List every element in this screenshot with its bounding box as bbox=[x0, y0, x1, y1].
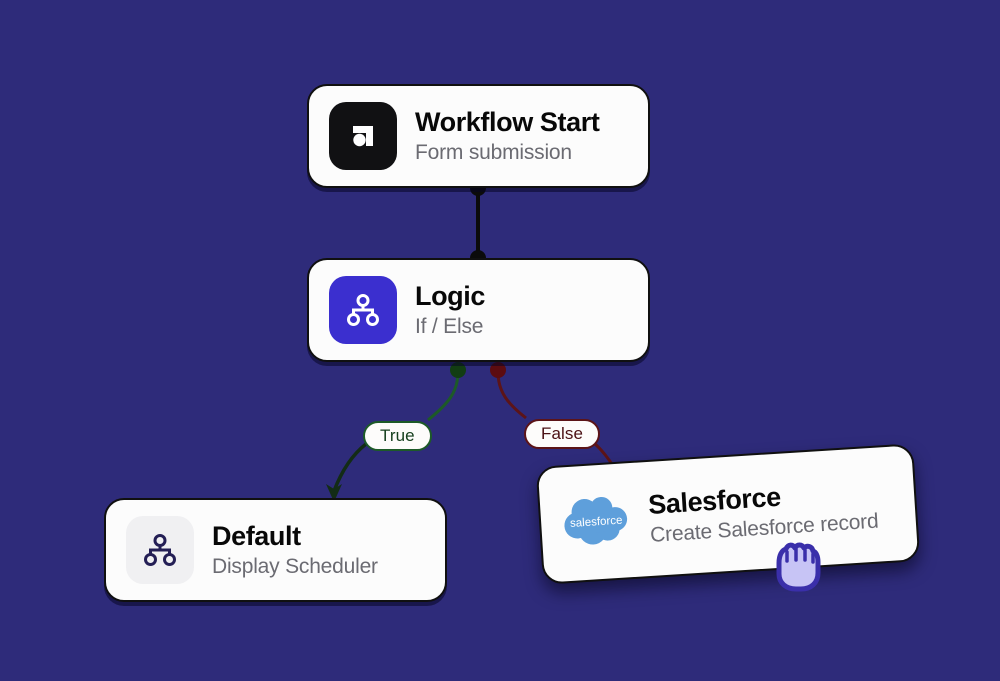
edge-logic-true-to-default bbox=[427, 371, 460, 422]
port-logic-false-output[interactable] bbox=[490, 362, 506, 378]
salesforce-cloud-icon: salesforce bbox=[560, 492, 633, 552]
edge-logic-true-to-default-tail bbox=[332, 442, 368, 492]
branch-hierarchy-icon bbox=[126, 516, 194, 584]
branch-hierarchy-icon bbox=[329, 276, 397, 344]
node-logic-subtitle: If / Else bbox=[415, 314, 484, 338]
node-default[interactable]: Default Display Scheduler bbox=[104, 498, 447, 602]
node-workflow-start[interactable]: Workflow Start Form submission bbox=[307, 84, 650, 188]
node-salesforce[interactable]: salesforce Salesforce Create Salesforce … bbox=[535, 443, 921, 585]
node-default-subtitle: Display Scheduler bbox=[212, 554, 378, 578]
branch-label-false-text: False bbox=[541, 424, 584, 443]
branch-label-true-text: True bbox=[380, 426, 415, 445]
node-workflow-start-text: Workflow Start Form submission bbox=[415, 107, 600, 165]
node-workflow-start-title: Workflow Start bbox=[415, 107, 600, 138]
node-default-text: Default Display Scheduler bbox=[212, 521, 378, 579]
node-logic-title: Logic bbox=[415, 281, 485, 312]
branch-label-true[interactable]: True bbox=[363, 421, 432, 451]
port-logic-true-output[interactable] bbox=[450, 362, 466, 378]
node-salesforce-text: Salesforce Create Salesforce record bbox=[647, 476, 879, 548]
node-logic[interactable]: Logic If / Else bbox=[307, 258, 650, 362]
node-logic-text: Logic If / Else bbox=[415, 281, 485, 339]
branch-label-false[interactable]: False bbox=[524, 419, 601, 449]
workflow-trigger-icon bbox=[329, 102, 397, 170]
salesforce-wordmark: salesforce bbox=[570, 515, 623, 530]
node-workflow-start-subtitle: Form submission bbox=[415, 140, 572, 164]
node-default-title: Default bbox=[212, 521, 301, 552]
edge-logic-false-to-salesforce bbox=[496, 371, 527, 420]
